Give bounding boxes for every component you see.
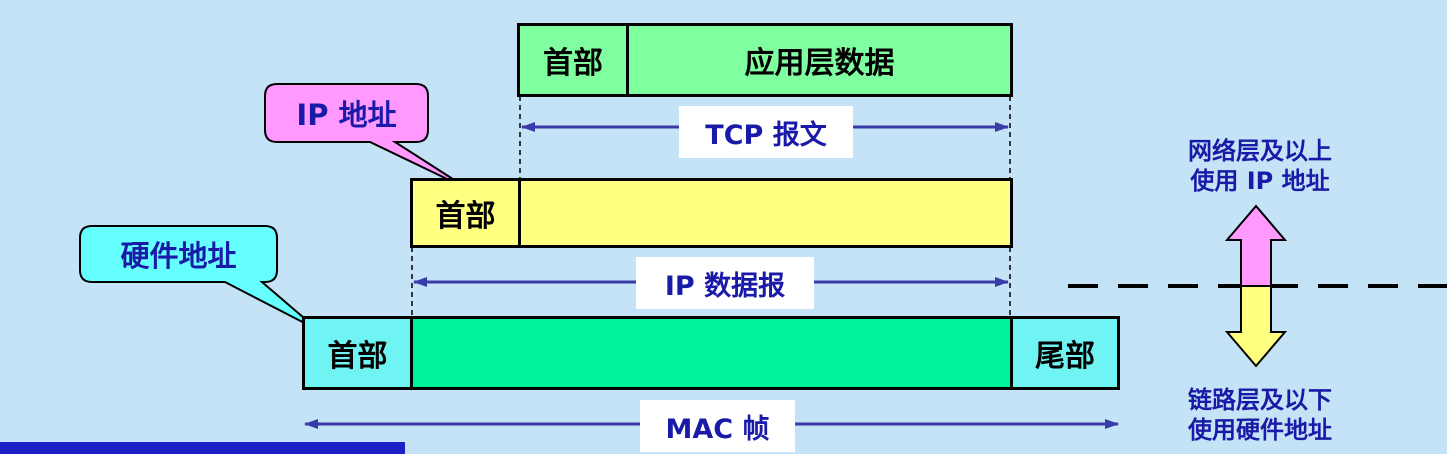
- lower-layer-note: 链路层及以下 使用硬件地址: [1150, 385, 1370, 445]
- upper-layer-note: 网络层及以上 使用 IP 地址: [1150, 136, 1370, 196]
- ip-address-callout: IP 地址: [296, 98, 397, 132]
- tcp-header-box: 首部: [517, 23, 629, 97]
- mac-header-box: 首部: [302, 316, 413, 390]
- mac-trailer-label: 尾部: [1035, 339, 1095, 374]
- ip-span-label: IP 数据报: [636, 257, 814, 309]
- tcp-data-box: 应用层数据: [626, 23, 1013, 97]
- hardware-address-callout: 硬件地址: [120, 239, 237, 273]
- upper-layer-line-1: 网络层及以上: [1188, 137, 1332, 165]
- lower-layer-line-1: 链路层及以下: [1188, 386, 1332, 414]
- tcp-data-label: 应用层数据: [744, 46, 895, 81]
- tcp-header-label: 首部: [543, 46, 603, 81]
- up-arrow-icon: [1224, 204, 1288, 287]
- down-arrow-icon: [1224, 285, 1288, 368]
- bottom-accent-bar: [0, 442, 405, 454]
- hardware-address-callout-shape: [79, 225, 319, 331]
- ip-address-callout-shape: [264, 83, 471, 191]
- tcp-span-label: TCP 报文: [679, 106, 853, 158]
- mac-span-label: MAC 帧: [640, 400, 795, 452]
- upper-layer-line-2: 使用 IP 地址: [1190, 167, 1330, 195]
- mac-trailer-box: 尾部: [1010, 316, 1120, 390]
- mac-payload-box: [410, 316, 1013, 390]
- ip-payload-box: [518, 178, 1013, 248]
- lower-layer-line-2: 使用硬件地址: [1188, 416, 1332, 444]
- mac-header-label: 首部: [327, 339, 388, 374]
- ip-header-label: 首部: [435, 199, 496, 234]
- ip-header-box: 首部: [410, 178, 521, 248]
